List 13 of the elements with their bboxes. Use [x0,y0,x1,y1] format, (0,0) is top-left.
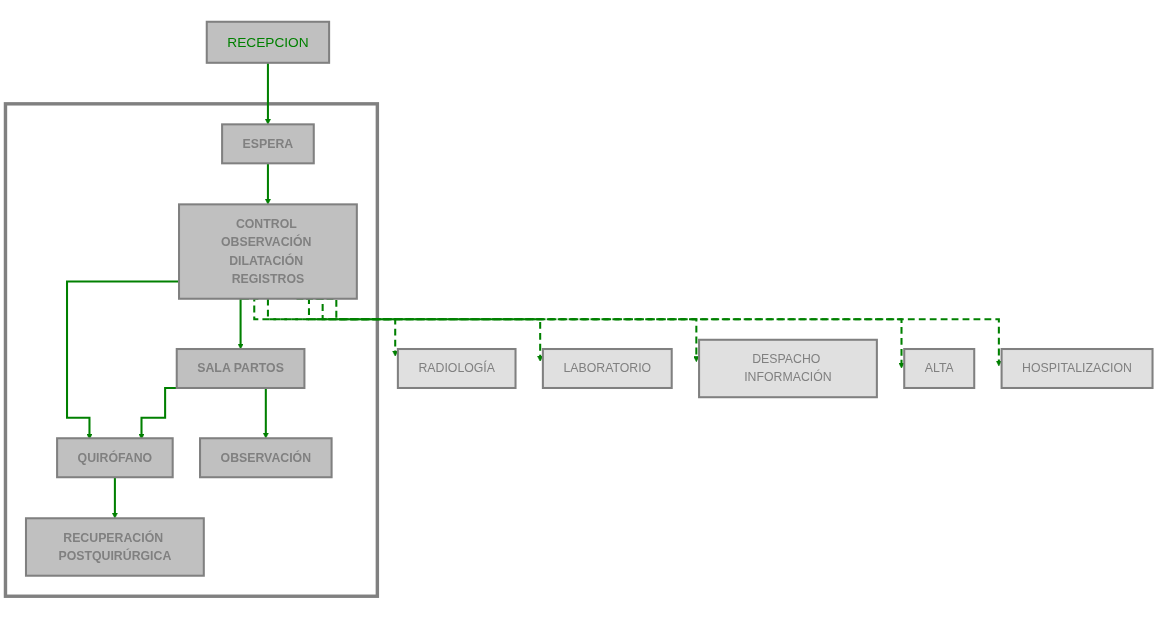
node-box: QUIRÓFANO [56,437,174,479]
node-box: SALA PARTOS [175,348,306,389]
node-box: HOSPITALIZACION [1000,348,1154,389]
node-box: RADIOLOGÍA [396,348,517,389]
cluster [3,102,380,598]
node-box: RECUPERACIÓN POSTQUIRÚRGICA [24,517,205,577]
node-box: DESPACHO INFORMACIÓN [698,338,878,399]
node-box: CONTROL OBSERVACIÓN DILATACIÓN REGISTROS [178,203,358,300]
node-box: ALTA [903,348,976,389]
node-box: ESPERA [221,123,315,165]
node-box: LABORATORIO [541,348,673,389]
node-box: OBSERVACIÓN [199,437,333,479]
node-box: RECEPCION [205,20,331,64]
